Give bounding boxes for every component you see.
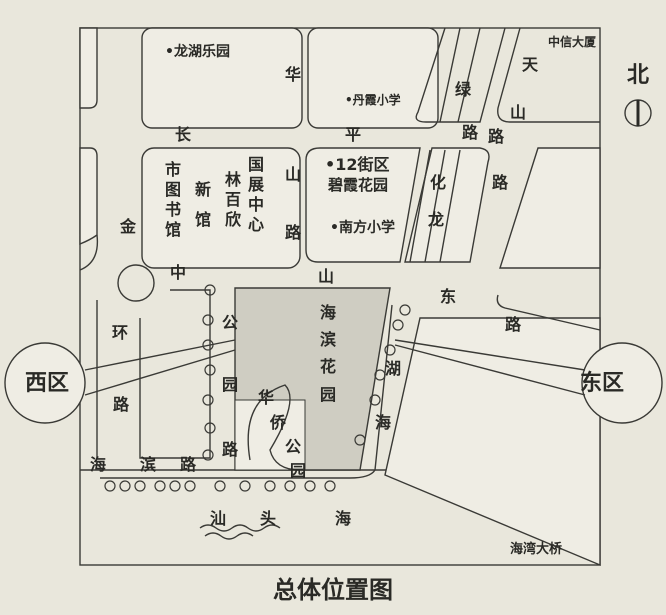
label-guozhan-char: 心 — [248, 215, 264, 234]
label-tianshan-char: 天 — [522, 55, 539, 74]
label-huashan-char: 路 — [285, 223, 302, 242]
label-hubin-char: 湖 — [385, 359, 401, 378]
label-huaqiao_park-char: 公 — [285, 437, 301, 456]
label-guozhan-char: 国 — [248, 155, 264, 174]
label-haibin-char: 海 — [90, 455, 106, 474]
label-library-char: 图 — [165, 180, 181, 199]
east-pointer — [394, 339, 586, 396]
block — [79, 147, 98, 246]
label-hualong-char: 龙 — [427, 210, 444, 229]
label-sea-char: 汕 — [210, 509, 226, 528]
label-huaqiao_park-char: 园 — [290, 461, 306, 480]
label-zhongshan-char: 山 — [318, 267, 334, 286]
west-pointer — [84, 339, 236, 396]
block-danxia — [307, 27, 439, 129]
label-zhongshan-char: 东 — [440, 287, 456, 306]
west-roads — [79, 234, 211, 459]
label-jinhuan-char: 中 — [170, 263, 186, 282]
label-zhongxin: 中信大厦 — [548, 34, 597, 49]
label-tianshan-char: 路 — [488, 127, 505, 146]
label-sea-char: 海 — [335, 509, 351, 528]
block-east-top — [499, 147, 601, 269]
label-guozhan-char: 中 — [248, 195, 264, 214]
north-label: 北 — [627, 63, 649, 88]
label-linbaixin-char: 欣 — [225, 210, 241, 229]
label-block12: •12街区 — [325, 155, 390, 174]
label-library-char: 书 — [165, 200, 181, 219]
label-newhall-char: 新 — [195, 180, 211, 199]
label-hualong-char: 路 — [492, 173, 509, 192]
label-huaqiao_park-char: 侨 — [269, 413, 287, 432]
label-zhongshan-char: 路 — [505, 315, 522, 334]
label-park_road-char: 公 — [222, 313, 238, 332]
block-library — [141, 147, 301, 269]
park-edge — [100, 304, 393, 479]
block-east — [384, 317, 601, 567]
east-callout — [581, 342, 663, 424]
label-hualong-char: 化 — [430, 173, 446, 192]
label-haibin-char: 路 — [180, 455, 197, 474]
block-zhongxin — [497, 27, 600, 123]
label-park_road-char: 路 — [222, 440, 239, 459]
label-lvhua-char: 绿 — [455, 80, 472, 99]
label-danxia: •丹霞小学 — [345, 92, 401, 107]
label-huaqiao_park-char: 华 — [258, 388, 274, 407]
zhongshan-east — [496, 294, 601, 331]
block-lvhua — [415, 27, 506, 123]
huaqiao-park — [234, 399, 306, 471]
label-tianshan-char: 山 — [510, 103, 526, 122]
label-bixia: 碧霞花园 — [327, 176, 388, 194]
sea-waves-icon — [199, 524, 281, 540]
label-changping-char: 长 — [175, 125, 192, 144]
label-lvhua-char: 路 — [462, 123, 479, 142]
label-library-char: 馆 — [165, 220, 181, 239]
block — [79, 27, 98, 109]
label-jinhuan-char: 环 — [112, 323, 128, 342]
label-nanfang: •南方小学 — [330, 219, 395, 236]
tree-markers — [104, 284, 411, 492]
label-east: 东区 — [580, 370, 624, 396]
label-linbaixin-char: 林 — [225, 170, 241, 189]
label-library-char: 市 — [165, 160, 181, 179]
west-callout — [4, 342, 86, 424]
label-linbaixin-char: 百 — [225, 190, 241, 209]
park-path — [247, 384, 301, 471]
hatch-lines — [409, 27, 481, 263]
label-west: 西区 — [25, 371, 69, 396]
label-hubin-char: 海 — [375, 413, 391, 432]
block-hualong — [404, 147, 490, 263]
label-huashan-char: 山 — [285, 165, 301, 184]
label-sea-char: 头 — [260, 509, 276, 528]
label-haibin_garden-char: 海 — [320, 303, 336, 322]
map-title: 总体位置图 — [273, 576, 393, 604]
block-bixia — [305, 147, 421, 263]
label-haibin_garden-char: 花 — [320, 357, 336, 376]
label-haibin_garden-char: 滨 — [320, 330, 336, 349]
label-longhu: •龙湖乐园 — [165, 43, 230, 60]
label-jinhuan-char: 金 — [119, 217, 137, 236]
label-bridge: 海湾大桥 — [510, 541, 563, 557]
label-haibin_garden-char: 园 — [320, 385, 336, 404]
label-jinhuan-char: 路 — [113, 395, 130, 414]
label-newhall-char: 馆 — [195, 210, 211, 229]
label-changping-char: 平 — [345, 125, 361, 144]
label-huashan-char: 华 — [285, 65, 301, 84]
roundabout — [117, 264, 155, 302]
label-haibin-char: 滨 — [140, 455, 156, 474]
block-longhu — [141, 27, 303, 129]
label-park_road-char: 园 — [222, 375, 238, 394]
label-guozhan-char: 展 — [248, 175, 265, 194]
